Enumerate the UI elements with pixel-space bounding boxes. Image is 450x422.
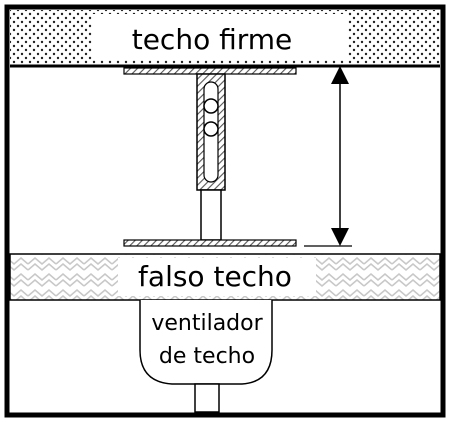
false-ceiling: falso techo [9,253,441,301]
fan-label-line2: de techo [159,344,255,369]
height-arrow-icon [304,66,352,247]
top-mounting-plate [123,67,297,75]
bottom-mounting-plate [123,239,297,247]
solid-ceiling: techo firme [10,10,440,68]
ceiling-fan: ventilador de techo [139,300,273,413]
false-ceiling-label: falso techo [138,260,292,293]
adjustable-bracket [196,73,226,191]
solid-ceiling-label: techo firme [132,23,293,56]
bracket-hole [203,121,219,137]
lower-rod [200,189,222,241]
fan-label-line1: ventilador [151,311,263,336]
fan-stem [194,383,220,413]
bracket-hole [203,98,219,114]
